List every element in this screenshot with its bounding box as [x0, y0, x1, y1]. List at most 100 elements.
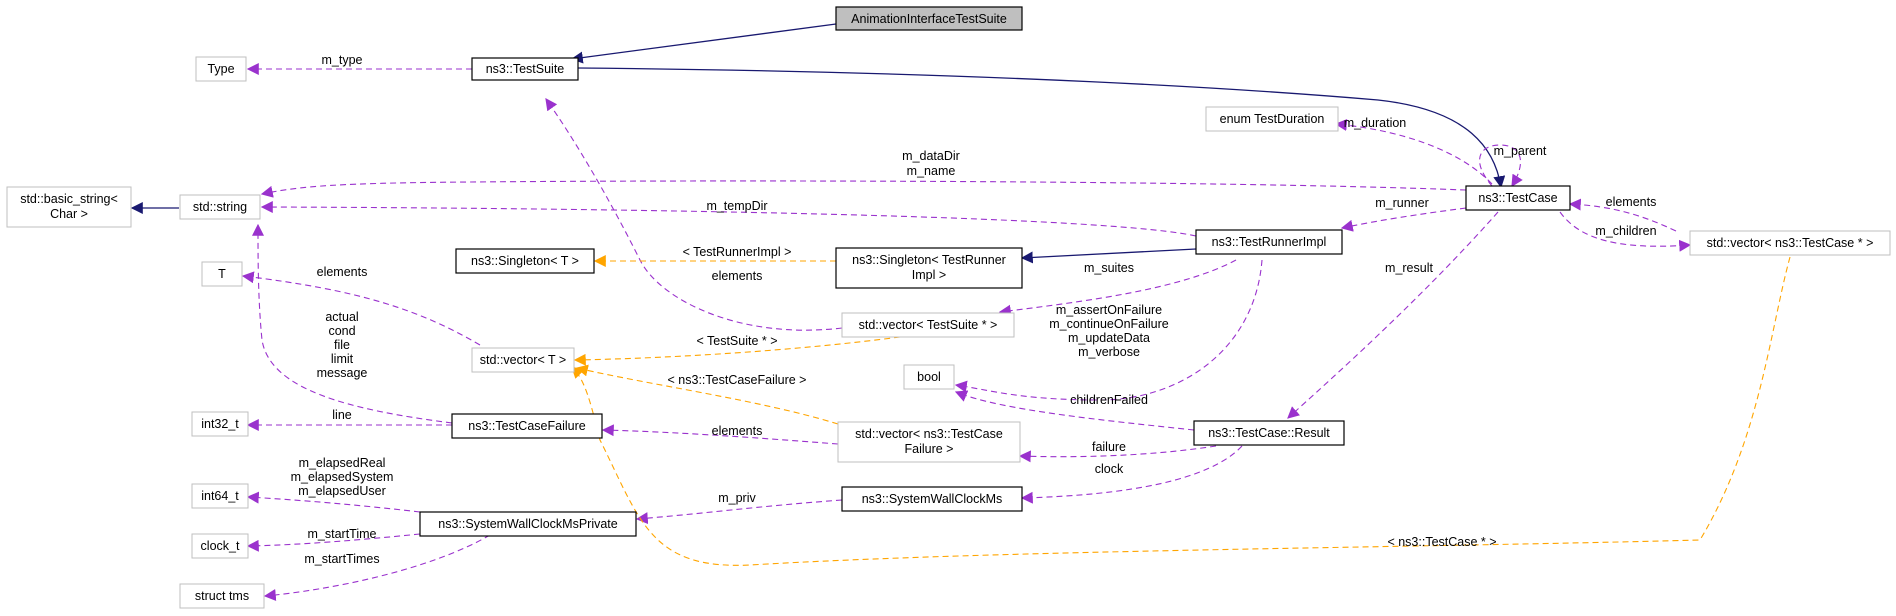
- node-label-line2: Char >: [50, 207, 88, 221]
- edge-label-m-type: m_type: [322, 53, 363, 67]
- edge-labels: m_type m_duration m_parent m_dataDir m_n…: [291, 53, 1657, 566]
- node-animation-interface-test-suite[interactable]: AnimationInterfaceTestSuite: [835, 6, 1023, 31]
- node-label: std::vector< TestSuite * >: [859, 318, 998, 332]
- edge-inherit-runner-to-singleton: [1020, 248, 1197, 264]
- edge-label-testsuite-template: < TestSuite * >: [696, 334, 777, 348]
- edge-label-m-datadir: m_dataDir: [902, 149, 960, 163]
- edge-testcase-template: [571, 256, 1791, 566]
- edge-failure-template: [575, 364, 839, 425]
- nodes: AnimationInterfaceTestSuite ns3::TestSui…: [6, 6, 1891, 609]
- node-bool[interactable]: bool: [903, 364, 955, 390]
- node-label: ns3::SystemWallClockMsPrivate: [438, 517, 617, 531]
- edge-label-m-assertonfailure: m_assertOnFailure: [1056, 303, 1162, 317]
- node-std-vector-t[interactable]: std::vector< T >: [471, 347, 575, 373]
- node-ns3-testrunnerimpl[interactable]: ns3::TestRunnerImpl: [1195, 229, 1343, 255]
- node-label: std::vector< T >: [480, 353, 566, 367]
- node-label: ns3::TestRunnerImpl: [1212, 235, 1327, 249]
- node-ns3-testcase-result[interactable]: ns3::TestCase::Result: [1193, 420, 1345, 446]
- node-struct-tms[interactable]: struct tms: [179, 583, 265, 609]
- edge-m-result: [1287, 211, 1499, 419]
- node-label: enum TestDuration: [1220, 112, 1325, 126]
- edge-children-failed: [954, 390, 1195, 431]
- node-clock-t[interactable]: clock_t: [191, 533, 249, 559]
- edge-label-elements-testcase: elements: [1606, 195, 1657, 209]
- node-label: int64_t: [201, 489, 239, 503]
- edge-label-m-runner: m_runner: [1375, 196, 1429, 210]
- edges: [130, 23, 1791, 601]
- node-std-string[interactable]: std::string: [179, 194, 261, 220]
- edge-label-failure-template: < ns3::TestCaseFailure >: [668, 373, 807, 387]
- edge-elapsed: [246, 491, 421, 513]
- edge-label-m-starttimes: m_startTimes: [304, 552, 379, 566]
- edge-label-failure: failure: [1092, 440, 1126, 454]
- edge-label-m-updatedata: m_updateData: [1068, 331, 1150, 345]
- node-ns3-testcase[interactable]: ns3::TestCase: [1465, 185, 1571, 211]
- node-label: ns3::Singleton< T >: [471, 254, 579, 268]
- node-label-line1: std::basic_string<: [20, 192, 118, 206]
- node-ns3-testsuite[interactable]: ns3::TestSuite: [471, 57, 579, 81]
- node-ns3-singleton-testrunnerimpl[interactable]: ns3::Singleton< TestRunner Impl >: [835, 247, 1023, 289]
- edge-label-m-elapseduser: m_elapsedUser: [298, 484, 386, 498]
- edge-label-m-result: m_result: [1385, 261, 1433, 275]
- node-ns3-systemwallclockmsprivate[interactable]: ns3::SystemWallClockMsPrivate: [419, 511, 637, 537]
- edge-bool-fields: [954, 259, 1263, 401]
- edge-elements-t: [241, 271, 481, 346]
- node-type[interactable]: Type: [195, 56, 247, 82]
- edge-m-runner: [1340, 207, 1467, 232]
- node-label: AnimationInterfaceTestSuite: [851, 12, 1007, 26]
- edge-label-runnerimpl-template: < TestRunnerImpl >: [683, 245, 792, 259]
- edge-m-suites: [998, 259, 1237, 317]
- node-enum-test-duration[interactable]: enum TestDuration: [1205, 106, 1339, 132]
- edge-label-m-starttime: m_startTime: [308, 527, 377, 541]
- node-label: ns3::TestSuite: [486, 62, 565, 76]
- edge-label-m-tempdir: m_tempDir: [706, 199, 767, 213]
- node-std-vector-testcase-ptr[interactable]: std::vector< ns3::TestCase * >: [1689, 230, 1891, 256]
- edge-label-actual: actual: [325, 310, 358, 324]
- edge-m-children: [1559, 211, 1692, 252]
- node-label: struct tms: [195, 589, 249, 603]
- node-std-vector-testsuite-ptr[interactable]: std::vector< TestSuite * >: [841, 312, 1015, 338]
- edge-label-m-parent: m_parent: [1494, 144, 1547, 158]
- node-ns3-singleton-t[interactable]: ns3::Singleton< T >: [455, 248, 595, 274]
- edge-label-elements-t: elements: [317, 265, 368, 279]
- node-label-line2: Impl >: [912, 268, 946, 282]
- edge-label-m-suites: m_suites: [1084, 261, 1134, 275]
- edge-label-m-duration: m_duration: [1344, 116, 1407, 130]
- node-std-vector-testcasefailure[interactable]: std::vector< ns3::TestCase Failure >: [837, 421, 1021, 463]
- node-label: int32_t: [201, 417, 239, 431]
- edge-label-cond: cond: [328, 324, 355, 338]
- node-ns3-testcasefailure[interactable]: ns3::TestCaseFailure: [451, 413, 603, 439]
- edge-label-message: message: [317, 366, 368, 380]
- node-int32[interactable]: int32_t: [191, 411, 249, 437]
- edge-m-datadir-name: [260, 180, 1467, 198]
- edge-inherit-testsuite-to-testcase: [577, 67, 1506, 189]
- edge-m-duration: [1334, 119, 1493, 185]
- node-label: ns3::TestCaseFailure: [468, 419, 585, 433]
- node-ns3-systemwallclockms[interactable]: ns3::SystemWallClockMs: [841, 486, 1023, 512]
- node-int64[interactable]: int64_t: [191, 483, 249, 509]
- edge-label-clock: clock: [1095, 462, 1124, 476]
- node-t[interactable]: T: [201, 261, 243, 287]
- node-label: ns3::SystemWallClockMs: [862, 492, 1003, 506]
- node-label-line1: std::vector< ns3::TestCase: [855, 427, 1003, 441]
- edge-label-m-verbose: m_verbose: [1078, 345, 1140, 359]
- node-label: ns3::TestCase::Result: [1208, 426, 1330, 440]
- edge-m-priv: [635, 499, 843, 525]
- edge-testsuite-template: [573, 336, 901, 366]
- edge-label-line: line: [332, 408, 352, 422]
- node-label-line1: ns3::Singleton< TestRunner: [852, 253, 1006, 267]
- node-std-basic-string[interactable]: std::basic_string< Char >: [6, 186, 132, 228]
- node-label: Type: [207, 62, 234, 76]
- edge-label-m-children: m_children: [1595, 224, 1656, 238]
- edge-label-file: file: [334, 338, 350, 352]
- edge-m-starttime: [246, 533, 421, 552]
- edge-failure: [1018, 445, 1217, 463]
- edge-elements-suites: [545, 98, 843, 331]
- edge-elements-testcase: [1568, 198, 1677, 232]
- edge-label-limit: limit: [331, 352, 354, 366]
- edge-label-elements-suites: elements: [712, 269, 763, 283]
- edge-label-m-elapsedreal: m_elapsedReal: [299, 456, 386, 470]
- node-label: ns3::TestCase: [1478, 191, 1557, 205]
- edge-clock: [1020, 445, 1243, 504]
